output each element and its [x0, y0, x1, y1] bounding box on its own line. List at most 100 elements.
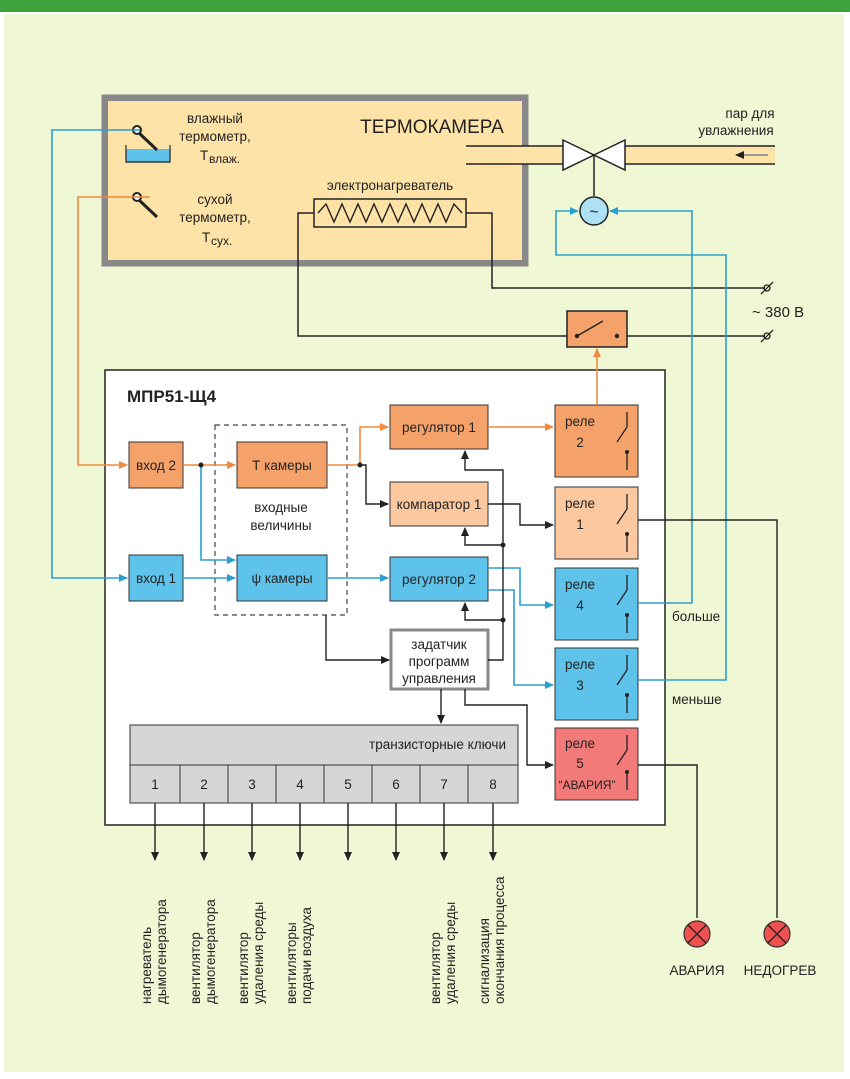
more-label: больше	[672, 609, 720, 624]
svg-text:вход 2: вход 2	[136, 458, 176, 473]
wet-thermometer-label-2: термометр,	[179, 129, 251, 144]
underheat-lamp-label: НЕДОГРЕВ	[744, 963, 817, 978]
less-label: меньше	[672, 692, 722, 707]
contactor-icon	[566, 310, 628, 348]
svg-text:подачи воздуха: подачи воздуха	[299, 907, 314, 1004]
output-1-label: нагреватель дымогенератора	[139, 899, 169, 1004]
svg-text:дымогенератора: дымогенератора	[203, 899, 218, 1004]
relay-3: реле 3	[554, 647, 639, 721]
svg-text:регулятор 1: регулятор 1	[402, 420, 476, 435]
junction-dot	[500, 617, 506, 623]
valve-actuator-icon: ~	[579, 196, 609, 226]
svg-text:удаления среды: удаления среды	[251, 902, 266, 1004]
output-2-label: вентилятор дымогенератора	[188, 899, 218, 1004]
wet-thermometer-symbol: T	[200, 148, 208, 163]
output-8-label: сигнализация окончания процесса	[477, 876, 507, 1004]
svg-text:вентилятор: вентилятор	[188, 932, 203, 1004]
input-values-group	[214, 424, 348, 616]
svg-text:задатчик: задатчик	[411, 637, 467, 652]
alarm-lamp-icon	[683, 920, 711, 948]
comparator-1-block: компаратор 1	[389, 481, 489, 527]
regulator-1-block: регулятор 1	[389, 404, 489, 450]
svg-text:реле: реле	[565, 496, 595, 511]
junction-dot	[500, 542, 506, 548]
svg-text:ψ камеры: ψ камеры	[251, 571, 312, 586]
transistor-keys-block: транзисторные ключи 1 2 3 4 5 6 7 8	[129, 724, 519, 804]
junction-dot	[198, 462, 204, 468]
svg-text:5: 5	[576, 756, 584, 771]
svg-text:вентилятор: вентилятор	[236, 932, 251, 1004]
t-chamber-block: Т камеры	[236, 441, 328, 489]
wet-thermometer-icon	[125, 125, 171, 163]
dry-thermometer-label-2: термометр,	[179, 210, 251, 225]
key-4: 4	[296, 777, 304, 792]
svg-text:программ: программ	[409, 654, 470, 669]
output-3-label: вентилятор удаления среды	[236, 902, 266, 1004]
svg-text:реле: реле	[565, 414, 595, 429]
svg-text:3: 3	[576, 678, 584, 693]
controller-title: МПР51-Щ4	[127, 387, 217, 406]
wet-thermometer-subscript: влаж.	[209, 152, 240, 166]
output-4-label: вентиляторы подачи воздуха	[284, 907, 314, 1004]
steam-valve-icon	[562, 138, 626, 196]
chamber-title: ТЕРМОКАМЕРА	[360, 117, 504, 138]
thermal-chamber: ТЕРМОКАМЕРА	[101, 94, 529, 267]
svg-text:нагреватель: нагреватель	[139, 927, 154, 1004]
key-2: 2	[200, 777, 208, 792]
svg-text:вентиляторы: вентиляторы	[284, 922, 299, 1004]
heater-icon	[313, 198, 467, 228]
psi-chamber-block: ψ камеры	[236, 554, 328, 602]
supply-voltage-label: ~ 380 В	[752, 304, 804, 321]
steam-pipe	[466, 145, 775, 165]
key-6: 6	[392, 777, 400, 792]
svg-text:удаления среды: удаления среды	[443, 902, 458, 1004]
svg-text:реле: реле	[565, 577, 595, 592]
program-setter-block: задатчик программ управления	[389, 628, 490, 691]
steam-label-1: пар для	[725, 106, 774, 121]
t-to-comparator-wire	[360, 464, 389, 508]
alarm-lamp-label: АВАРИЯ	[669, 963, 724, 978]
input-values-label-2: величины	[250, 518, 311, 533]
key-7: 7	[440, 777, 448, 792]
key-3: 3	[248, 777, 256, 792]
svg-text:вентилятор: вентилятор	[428, 932, 443, 1004]
heater-label: электронагреватель	[327, 178, 453, 193]
input-values-label-1: входные	[254, 500, 308, 515]
black-wires	[151, 450, 778, 918]
relay-5-alarm: реле 5 “АВАРИЯ”	[554, 727, 639, 801]
svg-text:компаратор 1: компаратор 1	[397, 497, 482, 512]
svg-text:реле: реле	[565, 736, 595, 751]
input-1-block: вход 1	[128, 554, 184, 602]
dry-thermometer-subscript: сух.	[211, 234, 232, 248]
underheat-lamp-icon	[763, 920, 791, 948]
top-bar	[0, 0, 850, 12]
steam-label-2: увлажнения	[698, 123, 773, 138]
svg-text:регулятор 2: регулятор 2	[402, 572, 476, 587]
relay-1: реле 1	[554, 486, 639, 560]
dry-thermometer-symbol: T	[202, 230, 210, 245]
svg-text:дымогенератора: дымогенератора	[154, 899, 169, 1004]
output-7-label: вентилятор удаления среды	[428, 902, 458, 1004]
relay-2: реле 2	[554, 404, 639, 478]
svg-text:~: ~	[589, 204, 598, 221]
svg-text:окончания процесса: окончания процесса	[492, 876, 507, 1004]
svg-text:1: 1	[576, 517, 584, 532]
wet-thermometer-label-1: влажный	[187, 111, 243, 126]
svg-text:2: 2	[576, 435, 584, 450]
svg-text:сигнализация: сигнализация	[477, 918, 492, 1004]
regulator-2-block: регулятор 2	[389, 556, 489, 602]
key-5: 5	[344, 777, 352, 792]
key-8: 8	[489, 777, 497, 792]
orange-wires	[77, 196, 601, 469]
transistor-keys-title: транзисторные ключи	[369, 737, 506, 752]
svg-text:4: 4	[576, 598, 584, 613]
svg-text:Т камеры: Т камеры	[252, 458, 312, 473]
key-1: 1	[151, 777, 159, 792]
relay-4: реле 4	[554, 567, 639, 641]
dry-thermometer-label-1: сухой	[197, 192, 232, 207]
svg-text:вход 1: вход 1	[136, 571, 176, 586]
input-2-block: вход 2	[128, 441, 184, 489]
svg-text:“АВАРИЯ”: “АВАРИЯ”	[559, 778, 616, 792]
